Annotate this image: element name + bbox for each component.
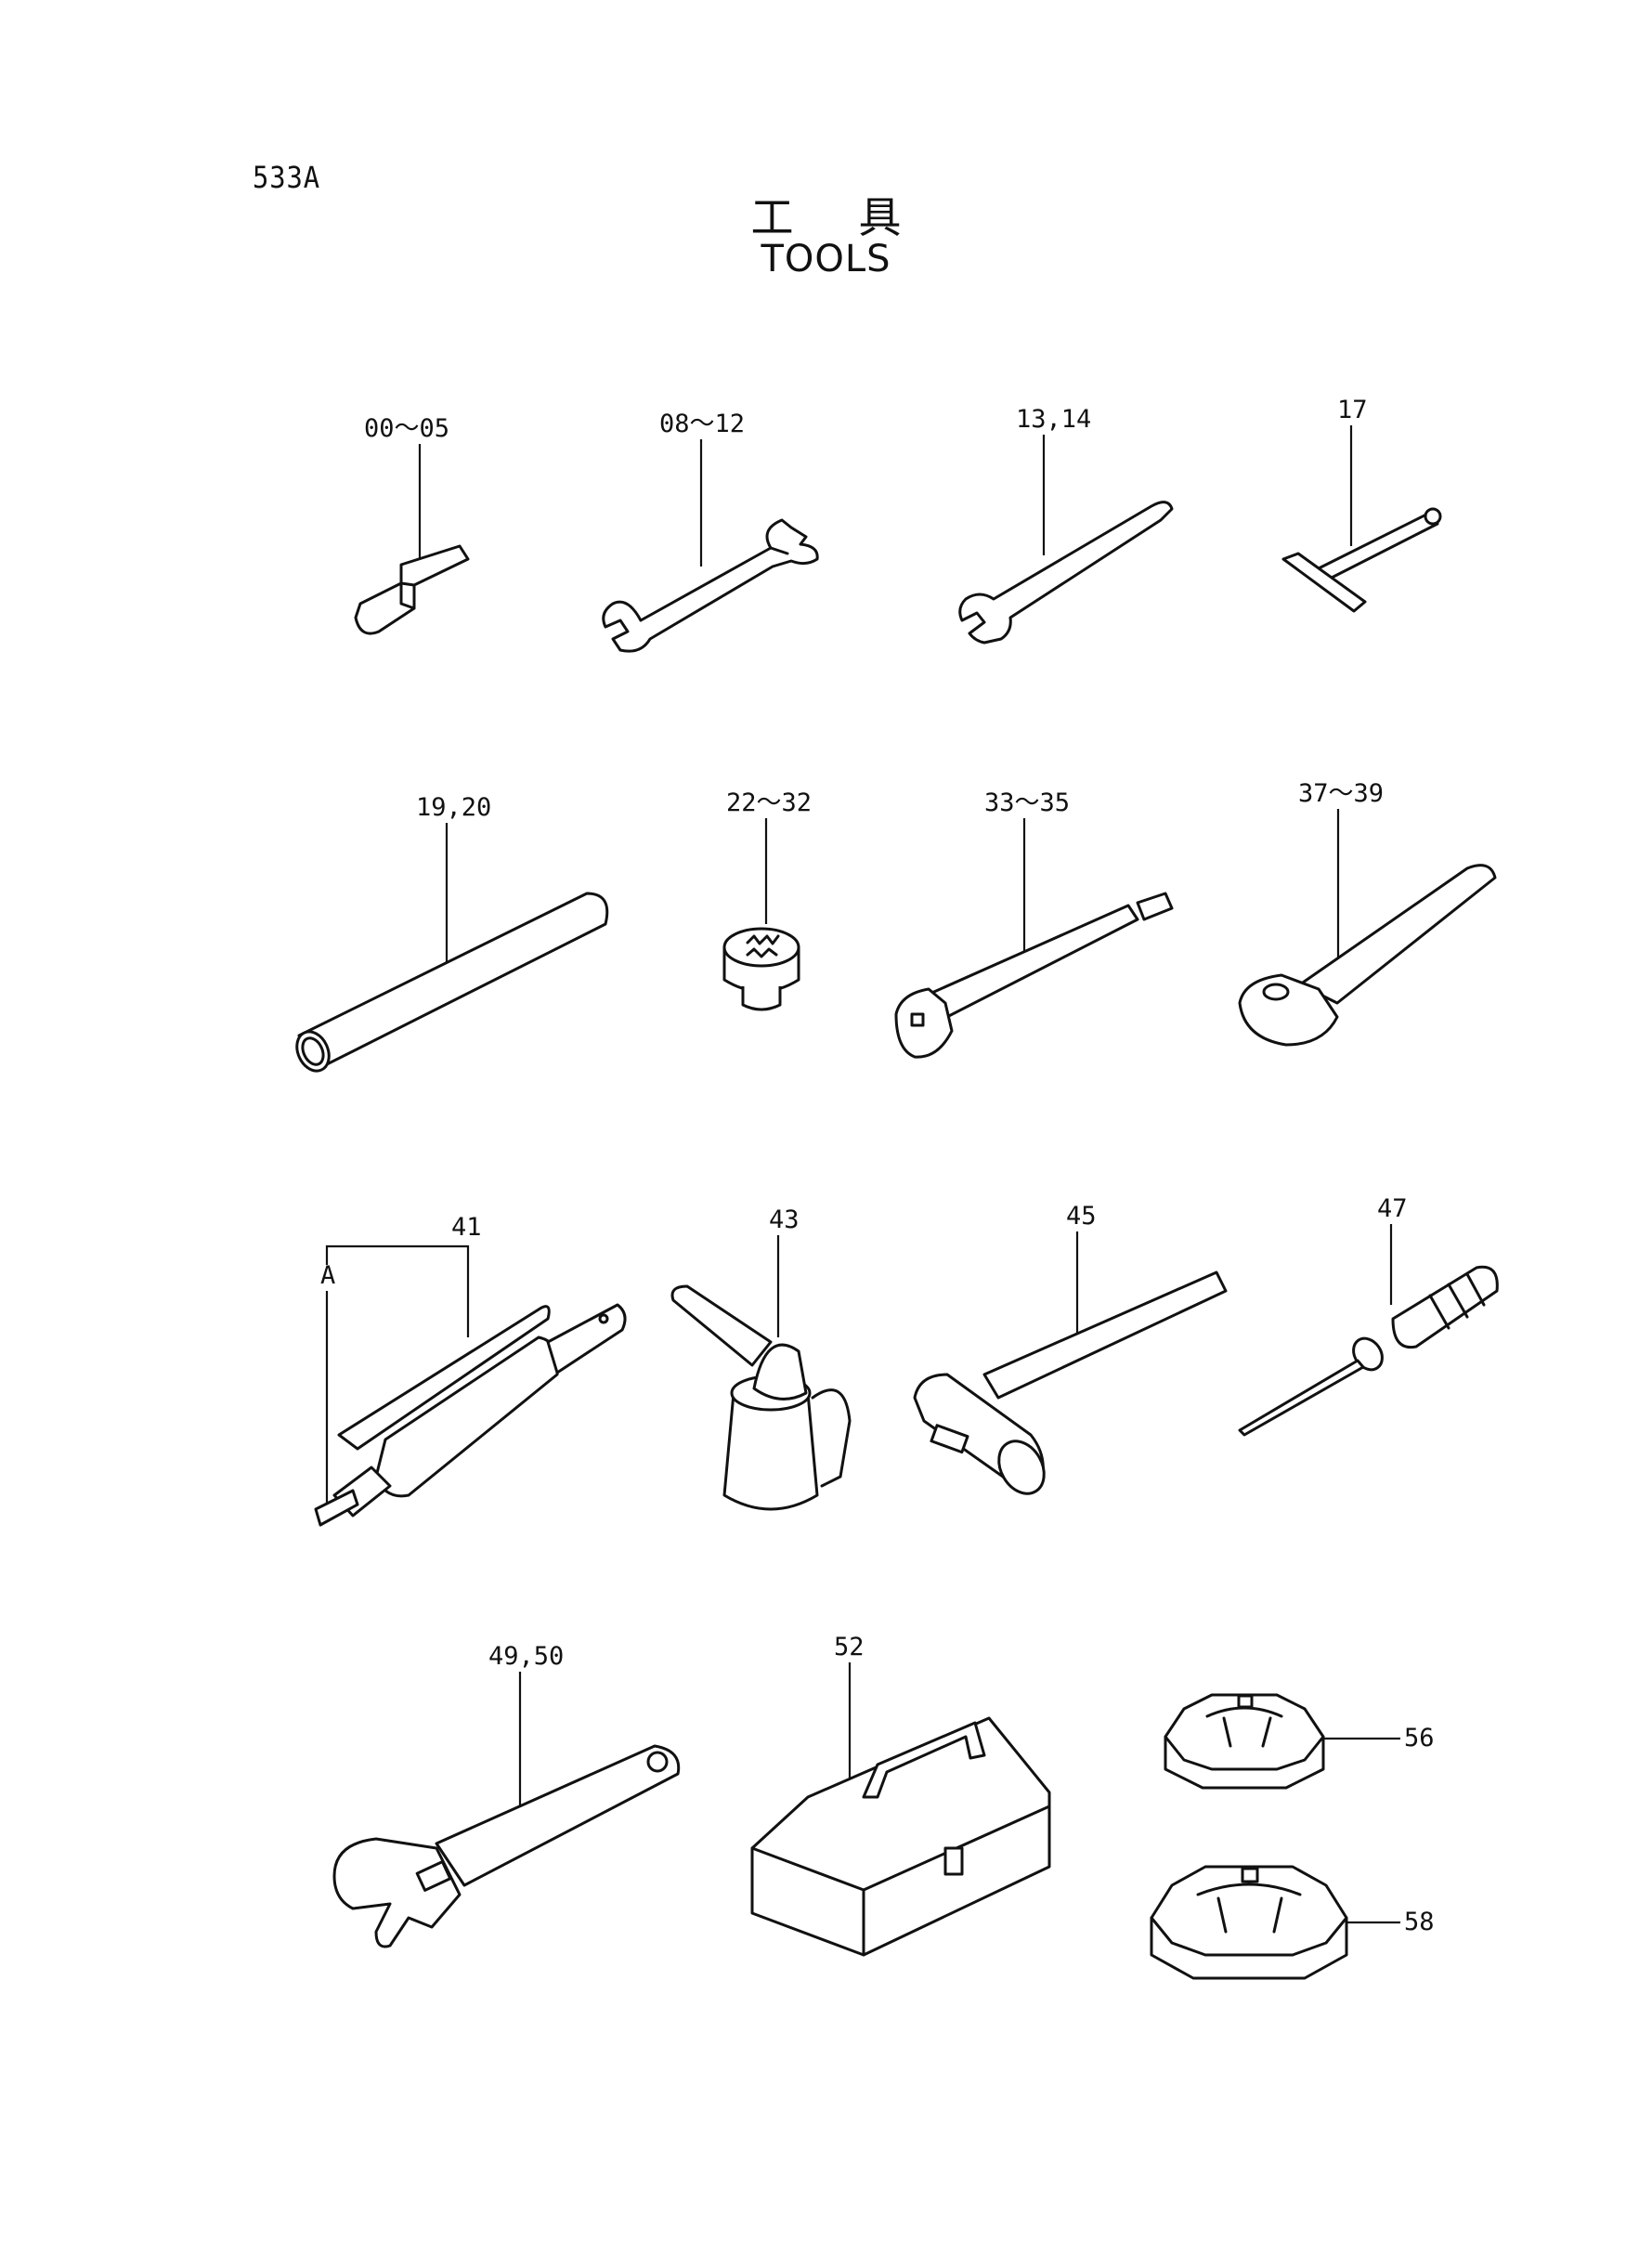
t-wrench-illustration: 17	[1281, 396, 1442, 613]
hex-key-illustration: 00～05	[354, 414, 470, 635]
callout-ratchet: 37～39	[1298, 779, 1384, 808]
filter-wrench-large-illustration: 58	[1150, 1865, 1435, 1980]
callout-hammer: 45	[1066, 1202, 1097, 1231]
callout-socket: 22～32	[726, 788, 812, 817]
callout-filter-wrench-small: 56	[1404, 1724, 1435, 1752]
callout-single-wrench: 13,14	[1016, 405, 1091, 434]
extension-bar-illustration: 33～35	[894, 788, 1174, 1059]
hammer-illustration: 45	[913, 1202, 1228, 1495]
pipe-illustration: 19,20	[295, 793, 609, 1073]
page-id: 533A	[253, 160, 320, 195]
socket-illustration: 22～32	[722, 788, 812, 1011]
ratchet-handle-illustration: 37～39	[1238, 779, 1497, 1047]
callout-screwdriver: 47	[1377, 1194, 1408, 1223]
callout-hex-key: 00～05	[364, 414, 449, 443]
callout-grease-gun-part-a: A	[320, 1261, 335, 1290]
page-title: TOOLS	[761, 238, 891, 280]
screwdriver-illustration: 47	[1238, 1194, 1499, 1437]
callout-t-wrench: 17	[1337, 396, 1368, 424]
callout-filter-wrench-large: 58	[1404, 1908, 1435, 1936]
tool-box-illustration: 52	[750, 1633, 1051, 1957]
callout-double-wrench: 08～12	[659, 410, 745, 438]
callout-tool-box: 52	[834, 1633, 865, 1661]
grease-gun-illustration: 41 A	[314, 1213, 627, 1527]
adjustable-wrench-illustration: 49,50	[332, 1642, 681, 1948]
double-open-end-wrench-illustration: 08～12	[602, 410, 819, 653]
callout-adjustable-wrench: 49,50	[488, 1642, 564, 1671]
callout-extension-bar: 33～35	[984, 788, 1070, 817]
page-title-japanese: 工具	[750, 192, 967, 242]
oil-can-illustration: 43	[670, 1205, 852, 1511]
filter-wrench-small-illustration: 56	[1164, 1693, 1435, 1790]
single-open-end-wrench-illustration: 13,14	[958, 405, 1174, 645]
callout-oil-can: 43	[769, 1205, 800, 1234]
callout-pipe: 19,20	[416, 793, 491, 822]
callout-grease-gun: 41	[451, 1213, 482, 1242]
